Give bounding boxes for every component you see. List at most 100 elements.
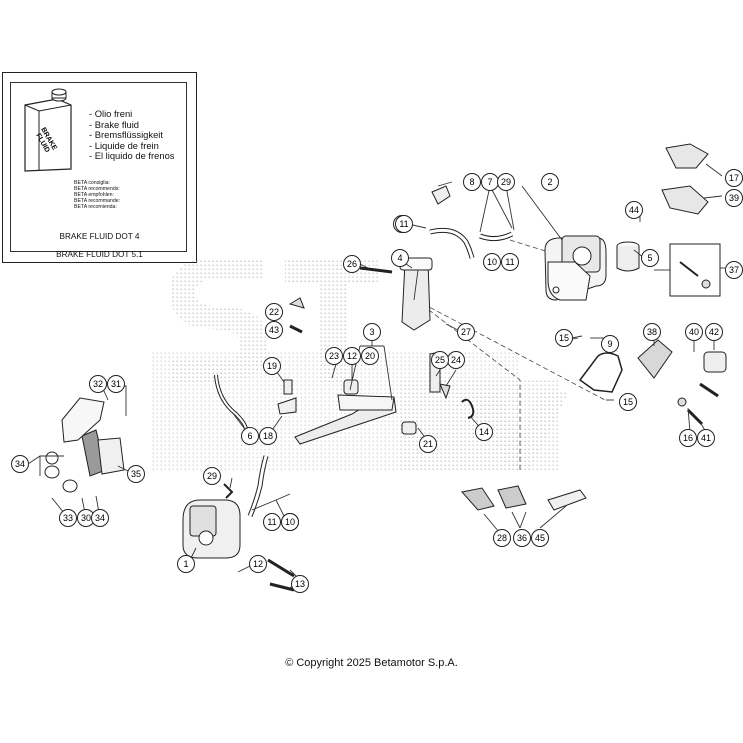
recommend-item: BETA empfohlen: [74, 192, 114, 199]
piston-33b [62, 479, 78, 493]
bracket-hole [552, 286, 560, 294]
callout-number: 11 [505, 257, 514, 267]
rear-pad-second [497, 485, 527, 509]
callout-number: 4 [397, 253, 402, 263]
callout-17: 17 [725, 169, 743, 187]
callout-number: 16 [683, 433, 693, 443]
callout-number: 29 [207, 471, 217, 481]
callout-42: 42 [705, 323, 723, 341]
callout-bubble [431, 351, 449, 369]
parts-group [44, 143, 727, 592]
callout-number: 22 [269, 307, 279, 317]
callout-bubble [643, 323, 661, 341]
callout-number: 10 [285, 517, 295, 527]
callout-bubble [107, 375, 125, 393]
callout-number: 30 [81, 513, 91, 523]
fluid-language-item: - Bremsflüssigkeit [89, 129, 163, 141]
callout-number: 36 [517, 533, 527, 543]
callout-bubble [685, 323, 703, 341]
rear-pads-38 [637, 339, 673, 379]
callout-bubble [395, 215, 413, 233]
callout-bubble [391, 249, 409, 267]
brake-pipe [578, 352, 623, 393]
screw-13a [267, 558, 295, 578]
callout-number: 11 [267, 517, 276, 527]
callout-23: 23 [325, 347, 343, 365]
callout-24: 24 [447, 351, 465, 369]
callout-number: 35 [131, 469, 141, 479]
callout-20: 20 [361, 347, 379, 365]
callout-number: 18 [263, 431, 273, 441]
callout-bubble [531, 529, 549, 547]
caliper-support-bracket [61, 397, 105, 443]
callout-bubble [91, 509, 109, 527]
fluid-language-item: - Olio freni [89, 108, 133, 119]
callout-number: 11 [399, 219, 408, 229]
callout-number: 15 [559, 333, 569, 343]
callout-bubble [265, 303, 283, 321]
callout-number: 38 [647, 327, 657, 337]
callout-11: 11 [263, 513, 281, 531]
bush-42 [703, 351, 727, 373]
callout-40: 40 [685, 323, 703, 341]
callout-bubble [419, 435, 437, 453]
recommend-list: BETA consiglia: BETA recommends: BETA em… [74, 180, 120, 210]
pushrod-18 [277, 397, 297, 415]
callout-bubble [705, 323, 723, 341]
callout-number: 42 [709, 327, 719, 337]
callout-bubble [127, 465, 145, 483]
callout-bubble [343, 255, 361, 273]
spring-43 [289, 324, 303, 334]
callout-bubble [263, 357, 281, 375]
callout-number: 13 [295, 579, 305, 589]
callout-bubble [555, 329, 573, 347]
callout-16: 16 [679, 429, 697, 447]
callout-11: 11 [501, 253, 519, 271]
pad-kit-17 [665, 143, 709, 169]
callout-bubble [697, 429, 715, 447]
callout-18: 18 [259, 427, 277, 445]
callout-bubble [241, 427, 259, 445]
fluid-spec-dot51: BRAKE FLUID DOT 5.1 [56, 250, 143, 259]
callout-number: 39 [729, 193, 739, 203]
callout-4: 4 [391, 249, 409, 267]
rear-master-cylinder [401, 261, 431, 331]
callout-number: 31 [111, 379, 121, 389]
callout-bubble [203, 467, 221, 485]
callout-6: 6 [241, 427, 259, 445]
callout-number: 17 [729, 173, 739, 183]
pad-spring-45 [547, 489, 587, 511]
bush-21 [401, 421, 417, 435]
fluid-reservoir-body [616, 246, 640, 272]
rear-brake-pads [461, 487, 495, 511]
callout-number: 19 [267, 361, 277, 371]
callout-3: 3 [363, 323, 381, 341]
callout-39: 39 [725, 189, 743, 207]
callout-34: 34 [91, 509, 109, 527]
caliper-piston [572, 246, 592, 266]
screw-41 [686, 408, 704, 426]
callout-bubble [281, 513, 299, 531]
front-pad-plate [97, 437, 125, 475]
callout-44: 44 [625, 201, 643, 219]
leader-lines [27, 163, 730, 589]
callout-bubble [177, 555, 195, 573]
callout-number: 12 [347, 351, 357, 361]
clip-24 [439, 383, 451, 400]
fluid-language-item: - Liquide de frein [89, 139, 159, 151]
callout-bubble [361, 347, 379, 365]
callout-number: 3 [369, 327, 374, 337]
callout-41: 41 [697, 429, 715, 447]
callout-10: 10 [483, 253, 501, 271]
callout-bubble [497, 173, 515, 191]
callout-43: 43 [265, 321, 283, 339]
seal-34 [45, 451, 59, 465]
callout-bubble [325, 347, 343, 365]
callout-number: 25 [435, 355, 445, 365]
watermark-pattern [150, 258, 570, 470]
callout-37: 37 [725, 261, 743, 279]
callout-bubble [259, 427, 277, 445]
callout-number: 37 [729, 265, 739, 275]
callout-13: 13 [291, 575, 309, 593]
callout-27: 27 [457, 323, 475, 341]
